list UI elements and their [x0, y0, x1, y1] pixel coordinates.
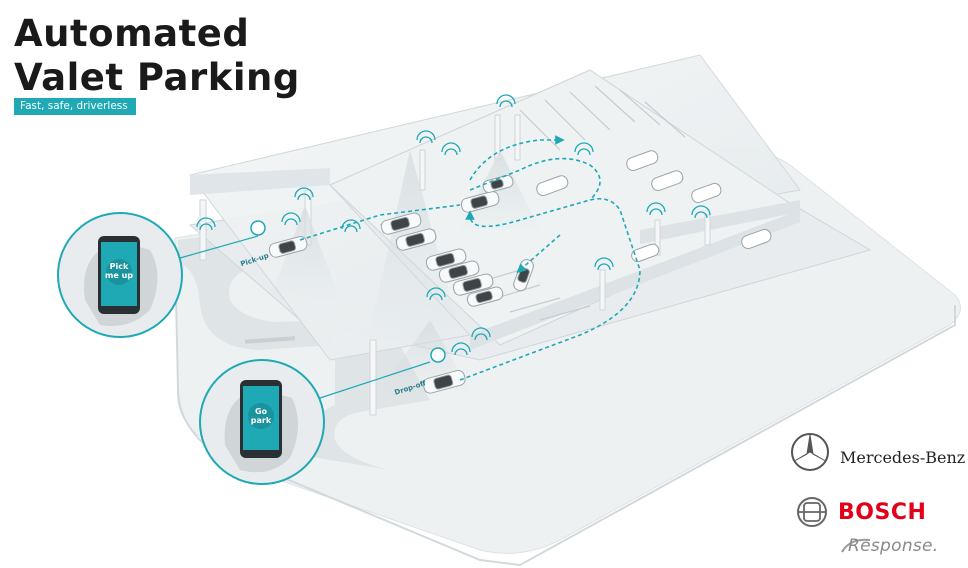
bosch-armature-icon	[797, 497, 827, 527]
phone-screen-text-bottom: Go park	[250, 407, 272, 425]
phone-bubble-top	[57, 212, 183, 338]
pickup-marker	[250, 220, 266, 236]
bosch-logo-text: BOSCH	[838, 500, 927, 525]
car	[452, 273, 494, 296]
car	[395, 228, 437, 251]
car	[691, 182, 722, 204]
connector-line-top	[179, 235, 259, 259]
road-marking	[244, 336, 296, 344]
page-title: Automated Valet Parking	[14, 12, 300, 100]
car	[626, 150, 659, 172]
car	[460, 191, 500, 213]
title-line-1: Automated	[14, 12, 250, 55]
car	[466, 286, 504, 307]
title-line-2: Valet Parking	[14, 56, 300, 99]
ground-edge	[174, 249, 956, 567]
parked-cars	[268, 150, 772, 394]
subtitle-badge: Fast, safe, driverless	[14, 98, 136, 115]
mercedes-star-icon	[791, 433, 829, 471]
response-watermark: Response.	[848, 536, 939, 556]
mercedes-benz-logo-text: Mercedes-Benz	[840, 448, 966, 467]
car	[536, 175, 569, 197]
car	[482, 174, 514, 193]
route-path	[299, 135, 641, 381]
car	[741, 228, 772, 250]
car	[380, 212, 422, 235]
deck-front-rim	[470, 210, 800, 350]
response-swoosh-icon	[841, 538, 871, 553]
roof-front-edge	[190, 168, 330, 195]
connector-line-bottom	[319, 361, 431, 399]
car	[438, 260, 480, 283]
car	[422, 369, 466, 394]
phone-bubble-bottom	[199, 359, 325, 485]
car	[631, 243, 660, 263]
car	[651, 170, 684, 192]
car	[268, 236, 308, 258]
car	[425, 248, 467, 271]
phone-screen-text-top: Pick me up	[105, 262, 133, 280]
right-deck-rim	[640, 200, 800, 244]
wifi-signal-icons	[196, 94, 711, 356]
dropoff-marker	[430, 347, 446, 363]
